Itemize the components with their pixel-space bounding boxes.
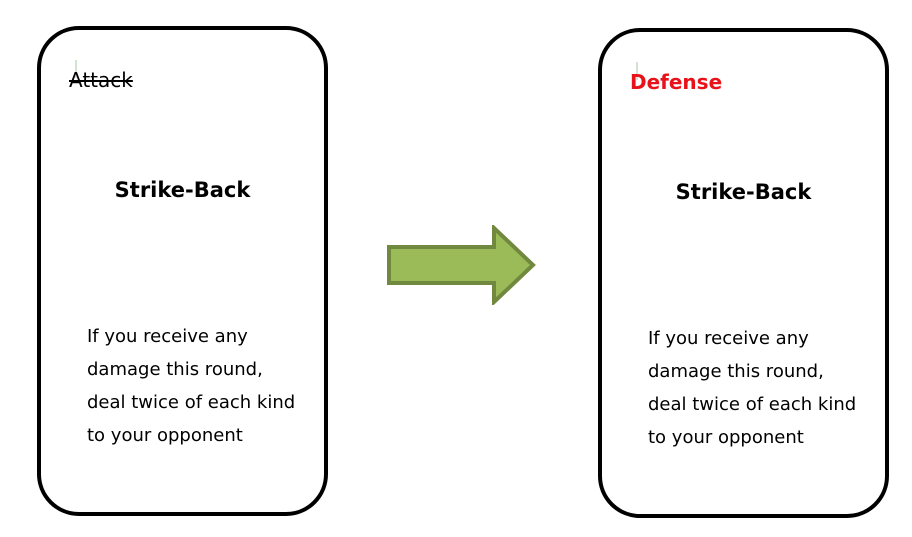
arrow-shape [387, 225, 536, 305]
card-description-line: damage this round, [648, 361, 824, 382]
card-before: Attack Strike-Back If you receive any da… [37, 26, 328, 516]
card-description-line: to your opponent [87, 425, 243, 446]
card-after: Defense Strike-Back If you receive any d… [598, 28, 889, 518]
card-description: If you receive any damage this round, de… [648, 322, 878, 454]
card-description-line: damage this round, [87, 359, 263, 380]
card-type-label-new: Defense [630, 70, 723, 94]
card-description-line: to your opponent [648, 427, 804, 448]
transition-arrow-icon [387, 225, 536, 305]
card-description-line: deal twice of each kind [648, 394, 857, 415]
text-cursor-mark [75, 60, 77, 78]
card-description-line: deal twice of each kind [87, 392, 296, 413]
card-description-line: If you receive any [87, 326, 248, 347]
card-title: Strike-Back [114, 178, 251, 202]
text-cursor-mark [636, 62, 638, 80]
card-title: Strike-Back [675, 180, 812, 204]
card-type-label-struck: Attack [69, 68, 133, 92]
card-description-line: If you receive any [648, 328, 809, 349]
card-description: If you receive any damage this round, de… [87, 320, 317, 452]
